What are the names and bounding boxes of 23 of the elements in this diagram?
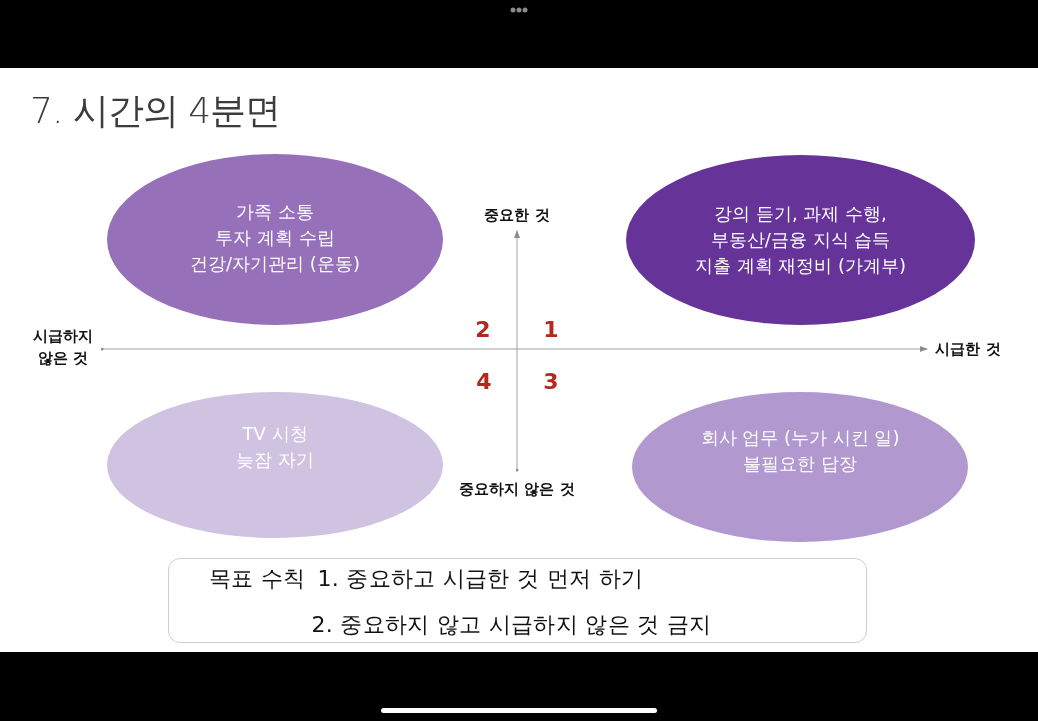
quadrant-number: 4 [475, 369, 493, 395]
ellipse-item-text: 가족 소통 [236, 199, 314, 224]
rules-heading: 목표 수칙 [209, 565, 306, 593]
ellipse-item-text: 늦잠 자기 [236, 448, 314, 472]
slide-title: 7. 시간의 4분면 [30, 89, 281, 133]
axis-label: 시급한 것 [934, 339, 1002, 360]
ellipse-item-text: 투자 계획 수립 [215, 225, 335, 250]
axis-label: 시급하지 않은 것 [32, 326, 94, 369]
rule-item-text: 2. 중요하지 않고 시급하지 않은 것 금지 [311, 611, 712, 639]
axis-label: 중요하지 않은 것 [458, 479, 576, 500]
ellipse-item-text: 지출 계획 재정비 (가계부) [694, 254, 907, 278]
ellipse-item-text: 회사 업무 (누가 시킨 일) [700, 426, 900, 450]
ellipse-item-text: 부동산/금융 지식 습득 [710, 228, 891, 252]
ellipse-item-text: 건강/자기관리 (운동) [190, 251, 360, 276]
quadrant-number: 1 [542, 317, 560, 343]
rule-item-text: 1. 중요하고 시급한 것 먼저 하기 [317, 565, 645, 593]
ellipse-item-text: 강의 듣기, 과제 수행, [714, 202, 887, 226]
quadrant-number: 3 [542, 369, 560, 395]
ellipse-item-text: TV 시청 [242, 422, 308, 446]
ellipse-item-text: 불필요한 답장 [743, 452, 857, 476]
quadrant-number: 2 [474, 317, 492, 343]
axis-label: 중요한 것 [483, 205, 551, 226]
goal-rules-box [168, 558, 867, 643]
